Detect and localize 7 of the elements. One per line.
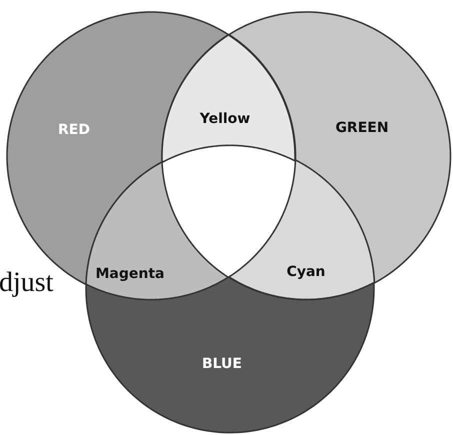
text-fragment: djust: [0, 267, 54, 299]
region-label: GREEN: [335, 120, 389, 136]
region-label: Cyan: [286, 264, 326, 280]
region-label: BLUE: [202, 356, 242, 372]
region-label: Magenta: [95, 266, 164, 282]
region-label: Yellow: [200, 110, 250, 127]
region-label: RED: [58, 122, 90, 138]
